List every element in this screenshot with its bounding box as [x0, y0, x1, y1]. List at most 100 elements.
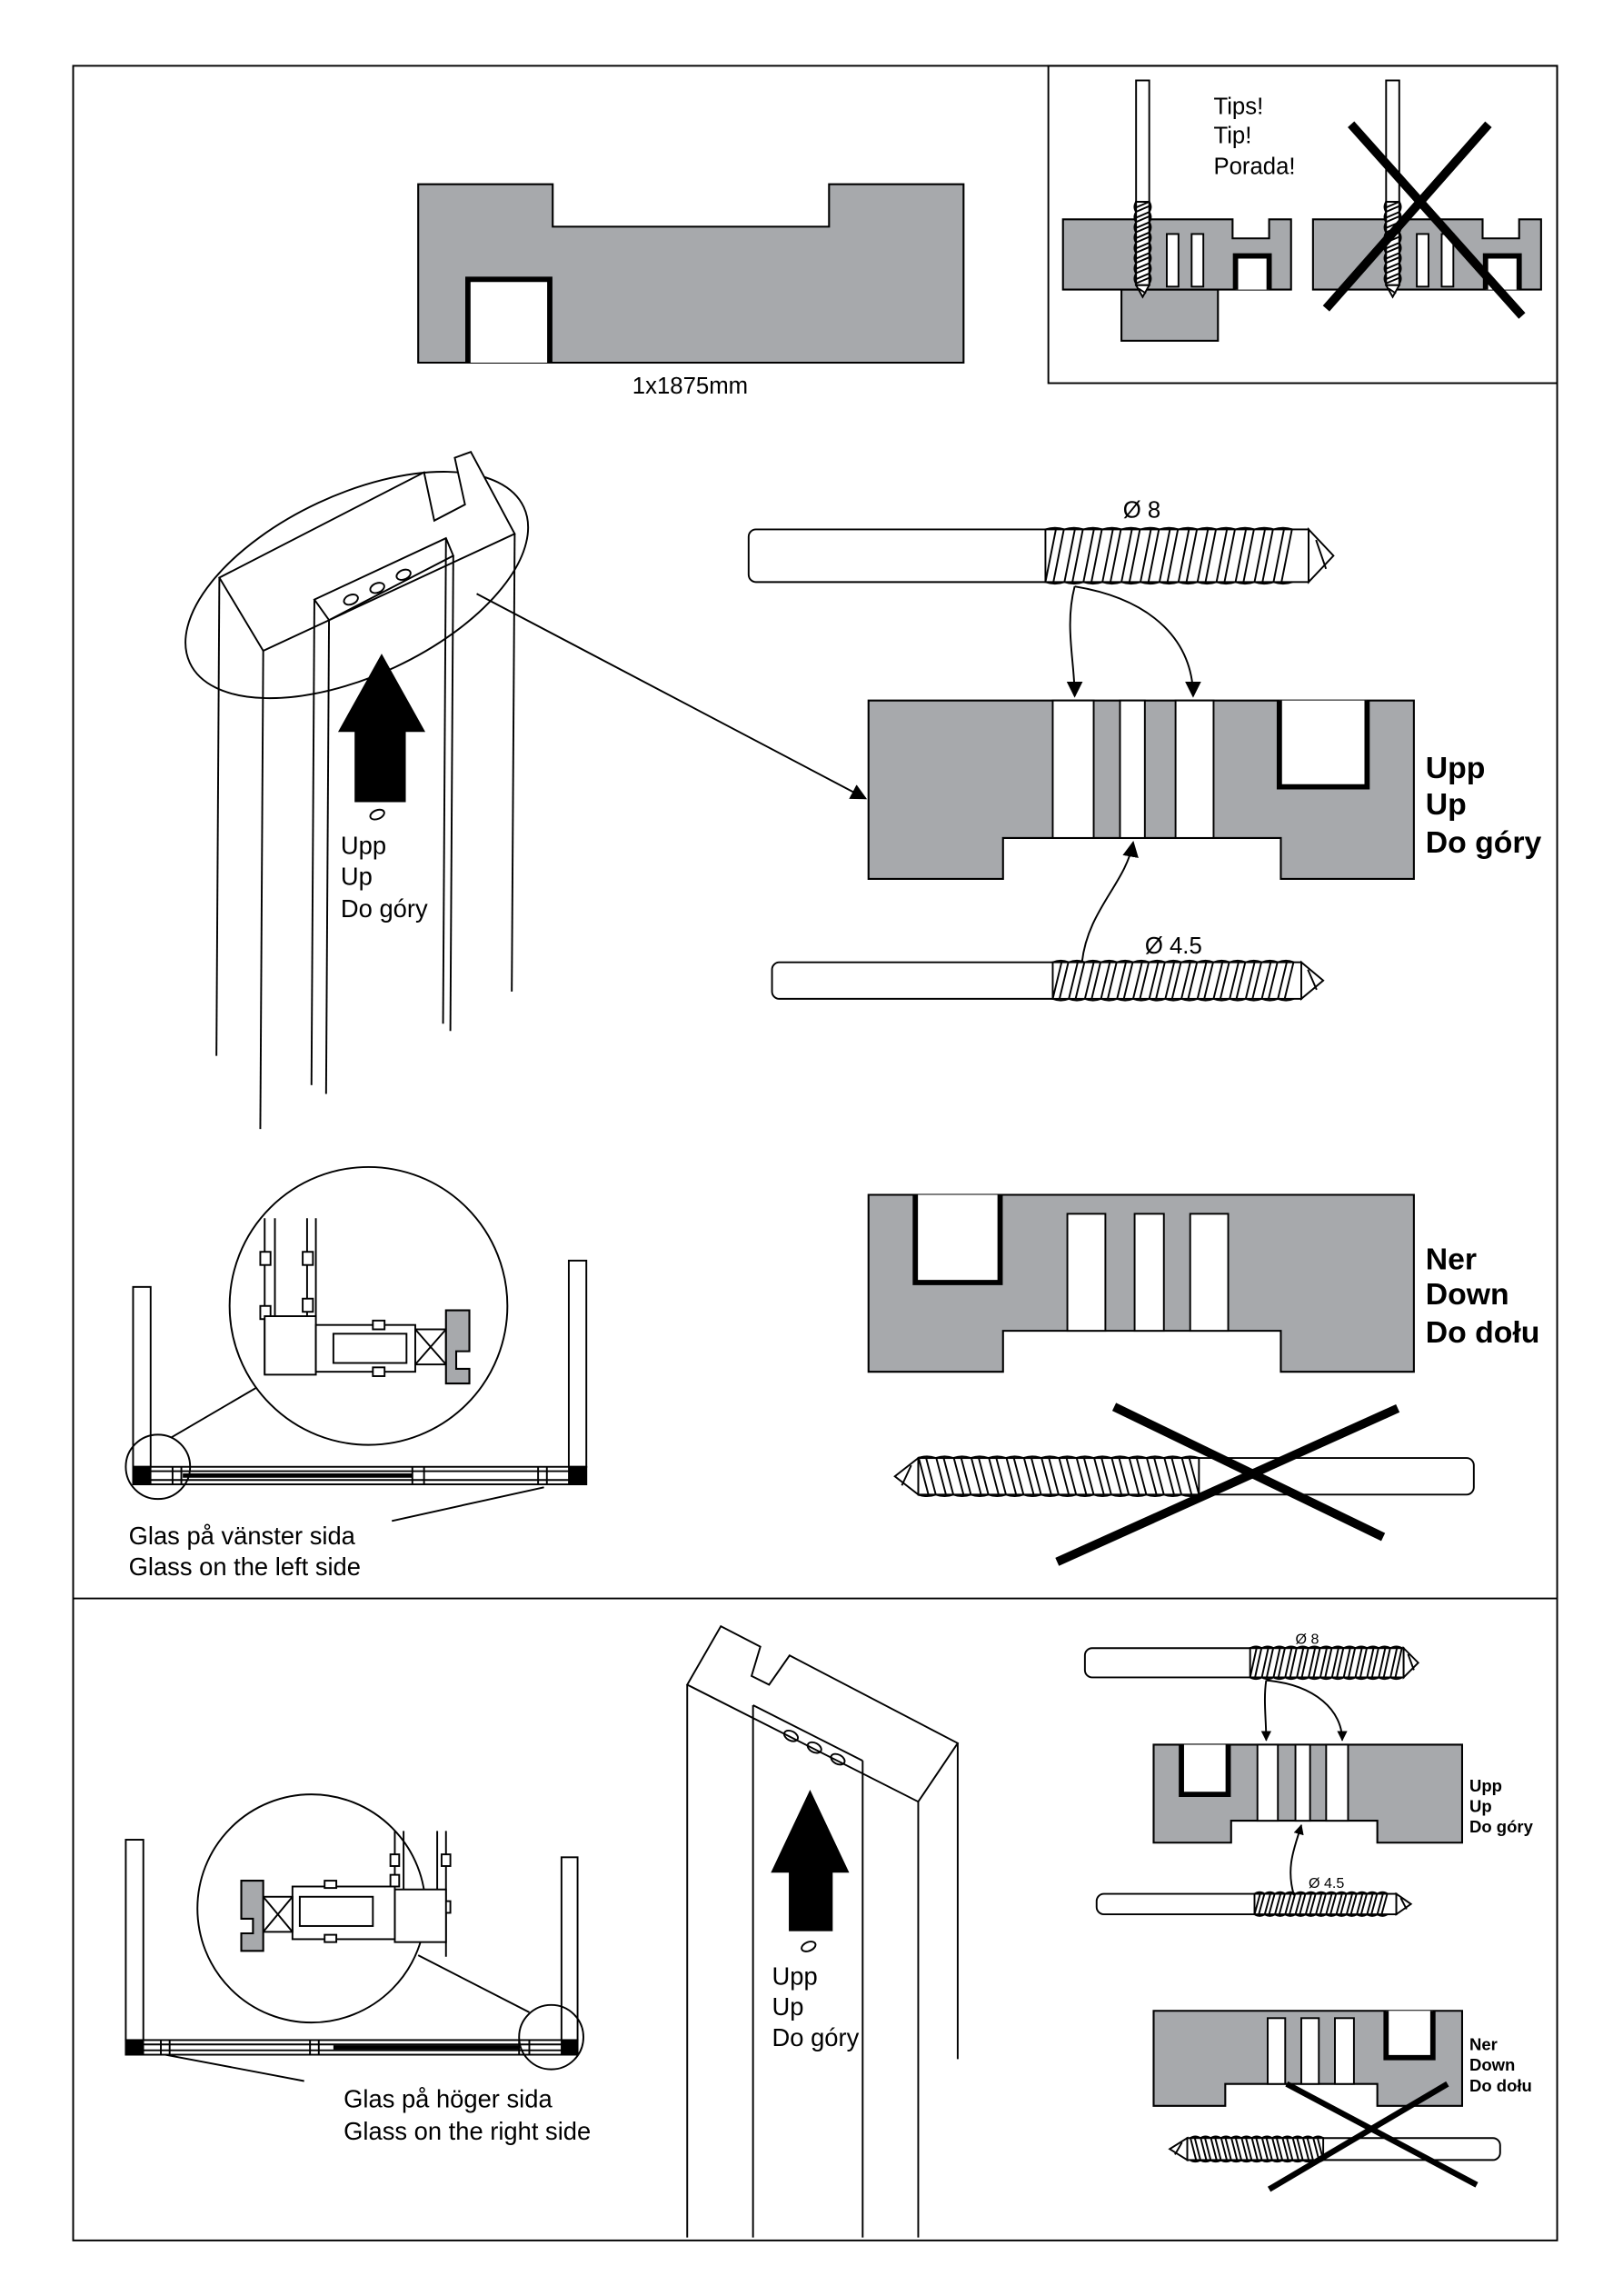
column-direction-label: Upp: [341, 832, 386, 860]
orientation-up-label: Up: [1469, 1796, 1492, 1815]
glass-side-caption: Glas på höger sida: [344, 2084, 553, 2112]
drill-thread-turns: [1190, 2137, 1325, 2161]
tip-profile-slot: [1416, 233, 1429, 288]
detail-callout-circle: [518, 2003, 584, 2071]
drill-thread: [917, 1457, 1200, 1496]
glass-side-caption: Glass on the left side: [129, 1552, 361, 1581]
orientation-up-label: Upp: [1426, 751, 1486, 785]
drill-tip-edge: [1174, 2141, 1183, 2155]
tips-frame: [1047, 65, 1558, 384]
tip-profile-slot: [1166, 233, 1180, 288]
column-top-face: [685, 1624, 960, 1803]
corner-post: [561, 2039, 579, 2056]
room-plan-left-glass: Glas på vänster sida Glass on the left s…: [124, 1165, 588, 1581]
profile-up-orientation: Upp Up Do góry: [1152, 1743, 1534, 1844]
column-slot-edge: [752, 1704, 863, 1762]
cross-out-icon: [1267, 2081, 1479, 2192]
column-edge: [215, 577, 221, 1056]
profile-channel: [1383, 2011, 1436, 2061]
column-hole: [830, 1752, 846, 1766]
drill-bit-icon: [1095, 1891, 1413, 1917]
column-perspective: Upp Up Do góry: [685, 1624, 960, 2238]
section-right-glass: Glas på höger sida Glass on the right si…: [124, 1624, 1534, 2238]
drill-bit-icon: [1083, 1645, 1420, 1681]
drill-shank: [1083, 1647, 1259, 1679]
drill-diameter-label: Ø 4.5: [1309, 1875, 1344, 1892]
profile-down-orientation: Ner Down Do dołu: [867, 1193, 1539, 1373]
profile-slot: [1300, 2017, 1320, 2085]
profile-slot: [1334, 2017, 1355, 2085]
column-top-face: [218, 450, 516, 653]
column-direction-label: Up: [341, 862, 373, 890]
tips-box: Tips! Tip! Porada!: [1047, 65, 1558, 384]
profile-slot: [1051, 699, 1095, 839]
drill-tip-edge: [1138, 287, 1147, 294]
drill-thread-turns: [1249, 1648, 1403, 1678]
up-arrow-icon: [337, 654, 426, 803]
orientation-down-label: Ner: [1426, 1243, 1477, 1277]
drill-direction-arrow: [1066, 585, 1083, 698]
drill-bit-body: [1095, 1891, 1413, 1917]
profile-channel: [465, 276, 553, 364]
column-edge: [449, 555, 454, 1032]
wrong-drilling-example: [1311, 79, 1542, 319]
column-hole: [806, 1741, 822, 1754]
drill-thread-crest: [1133, 201, 1152, 285]
drill-shank: [1135, 79, 1150, 203]
profile-slot: [1066, 1213, 1107, 1333]
profile-slot: [1267, 2017, 1287, 2085]
detail-connector: [170, 1381, 267, 1439]
tips-label-polish: Porada!: [1213, 154, 1295, 179]
rail-joints: [171, 1466, 548, 1485]
orientation-down-label: Ner: [1469, 2035, 1498, 2054]
drill-tip-edge: [1407, 1653, 1415, 1671]
drill-shank: [1385, 79, 1400, 203]
drill-thread-turns: [1253, 1893, 1389, 1915]
screw-wrong: [1383, 79, 1402, 299]
drill-shank: [747, 528, 1054, 584]
seal-clip: [240, 1880, 264, 1952]
drill-bit-body: [1083, 1645, 1420, 1681]
support-block: [1120, 288, 1220, 342]
drill-bit-body: [1133, 79, 1152, 299]
drill-tip-edge: [1315, 539, 1328, 570]
outer-frame: [72, 65, 1558, 2241]
column-hole: [395, 568, 412, 581]
cross-out-icon: [1055, 1403, 1400, 1566]
column-edge: [259, 650, 264, 1130]
drill-thread-crest: [1052, 959, 1295, 1002]
orientation-up-label: Do góry: [1469, 1817, 1534, 1836]
drill-thread-turns: [918, 1457, 1200, 1495]
column-edge: [310, 599, 315, 1085]
detail-callout-circle: [124, 1433, 192, 1501]
drill-direction-arrow: [1080, 840, 1139, 963]
drill-diameter-label: Ø 4.5: [1145, 933, 1202, 959]
profile-down-orientation: Ner Down Do dołu: [1152, 2010, 1532, 2107]
tip-profile-slot: [1190, 233, 1205, 288]
drill-tip-edge: [1307, 969, 1318, 991]
caption-leader: [392, 1486, 544, 1522]
corner-joint-detail: [240, 1831, 452, 1957]
drill-diameter-label: Ø 8: [1296, 1631, 1319, 1647]
drill-bit-body: [771, 959, 1325, 1002]
tips-label-swedish: Tips!: [1213, 94, 1263, 119]
drill-shank: [771, 961, 1061, 1000]
drill-thread-turns: [1051, 962, 1295, 1000]
glass-side-caption: Glass on the right side: [344, 2117, 591, 2145]
drill-direction-arrow: [1289, 1823, 1304, 1896]
column-hole: [782, 1729, 799, 1742]
detail-highlight-ellipse: [184, 471, 530, 700]
drill-direction-arrow: [1266, 1679, 1348, 1742]
wall-post-right: [567, 1259, 588, 1468]
profile-slot: [1294, 1743, 1311, 1822]
marker-hole-icon: [369, 808, 385, 821]
column-hole: [369, 582, 385, 594]
orientation-down-label: Down: [1469, 2055, 1515, 2074]
column-direction-label: Upp: [772, 1962, 818, 1990]
room-plan-right-glass: Glas på höger sida Glass on the right si…: [124, 1793, 591, 2145]
column-edge: [324, 620, 331, 1094]
rail-joints: [160, 2040, 531, 2055]
drill-thread-crest: [1045, 526, 1293, 585]
drill-bit-body: [1383, 79, 1402, 299]
